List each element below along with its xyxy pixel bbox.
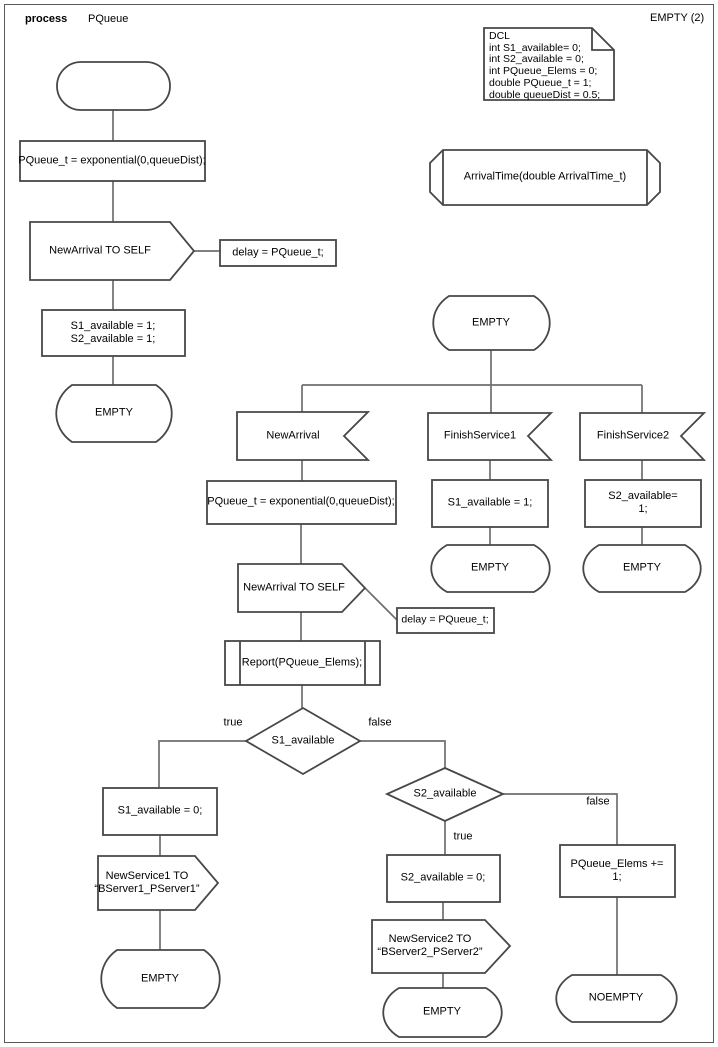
decision-diamond-s2 xyxy=(384,767,506,822)
state-label-empty-s1: EMPTY xyxy=(141,972,179,985)
task-label-set-time-start: PQueue_t = exponential(0,queueDist); xyxy=(18,154,206,167)
branch-label-s2-true: true xyxy=(453,830,473,843)
connector xyxy=(503,793,618,845)
shapes xyxy=(19,27,707,1038)
output-label-newservice2: NewService2 TO “BServer2_PServer2” xyxy=(377,933,483,958)
state-symbol-empty-f1 xyxy=(430,544,551,593)
input-label-finishservice2: FinishService2 xyxy=(596,429,670,442)
state-label-empty-main: EMPTY xyxy=(472,316,510,329)
input-symbol-newarrival xyxy=(236,411,371,461)
process-name: PQueue xyxy=(88,13,129,25)
output-symbol-newservice2 xyxy=(371,919,512,974)
task-box-queue-increment xyxy=(559,844,676,898)
input-symbol-finishservice2 xyxy=(579,412,707,461)
declaration-note-shape xyxy=(483,27,615,101)
task-label-s1-one: S1_available = 1; xyxy=(447,496,533,509)
comment-box-delay-start xyxy=(219,239,337,267)
connectors xyxy=(112,110,643,988)
branch-label-s1-false: false xyxy=(368,716,392,729)
procedure-call-report xyxy=(224,640,381,686)
output-label-newarrival-self-start: NewArrival TO SELF xyxy=(49,244,151,257)
task-box-set-time xyxy=(206,480,397,525)
state-label-empty-f1: EMPTY xyxy=(471,561,509,574)
task-label-s1-zero: S1_available = 0; xyxy=(117,804,203,817)
state-label-noempty: NOEMPTY xyxy=(588,991,644,1004)
state-label-empty-f2: EMPTY xyxy=(623,561,661,574)
decision-label-s2: S2_available xyxy=(413,787,477,800)
state-label-empty-start: EMPTY xyxy=(95,406,133,419)
comment-box-delay xyxy=(396,607,495,634)
task-box-set-time-start xyxy=(19,140,206,182)
task-label-s2-one: S2_available= 1; xyxy=(608,490,678,515)
input-label-finishservice1: FinishService1 xyxy=(443,429,517,442)
decision-diamond-s1 xyxy=(244,706,362,776)
start-symbol xyxy=(56,61,171,111)
procedure-call-label-report: Report(PQueue_Elems); xyxy=(241,656,363,669)
state-symbol-empty-s2 xyxy=(382,987,503,1038)
connector xyxy=(360,740,446,768)
state-symbol-noempty xyxy=(555,974,678,1023)
task-box-s1-zero xyxy=(102,787,218,836)
output-symbol-newservice1 xyxy=(97,855,220,911)
procedure-call-side-lines xyxy=(239,641,366,685)
task-box-s1-one xyxy=(431,479,549,528)
comment-label-delay: delay = PQueue_t; xyxy=(401,613,489,626)
task-label-s2-zero: S2_available = 0; xyxy=(400,871,486,884)
declarations-text: DCL int S1_available= 0; int S2_availabl… xyxy=(489,30,601,101)
diagram-kind-label: process xyxy=(25,13,68,25)
output-symbol-newarrival-self xyxy=(237,563,367,613)
task-box-s2-one xyxy=(584,479,702,528)
task-box-s2-zero xyxy=(386,854,501,903)
note-fold-corner xyxy=(591,28,614,51)
page-number-label: EMPTY (2) xyxy=(650,12,705,24)
task-label-init-servers: S1_available = 1; S2_available = 1; xyxy=(70,320,156,345)
state-symbol-empty-main xyxy=(432,295,551,351)
input-symbol-finishservice1 xyxy=(427,412,554,461)
connector xyxy=(158,740,246,788)
input-label-newarrival: NewArrival xyxy=(266,429,320,442)
task-label-set-time: PQueue_t = exponential(0,queueDist); xyxy=(207,495,395,508)
branch-label-s2-false: false xyxy=(586,795,610,808)
comment-label-delay-start: delay = PQueue_t; xyxy=(232,246,324,259)
state-label-empty-s2: EMPTY xyxy=(423,1005,461,1018)
state-symbol-empty-f2 xyxy=(582,544,702,593)
task-box-init-servers xyxy=(41,309,186,357)
page-border xyxy=(4,4,714,1043)
decision-label-s1: S1_available xyxy=(271,734,335,747)
state-symbol-empty-s1 xyxy=(100,949,221,1009)
connector xyxy=(364,587,398,621)
output-symbol-newarrival-self-start xyxy=(29,221,196,281)
output-label-newarrival-self: NewArrival TO SELF xyxy=(243,581,345,594)
procedure-side-lines xyxy=(442,150,648,205)
task-label-queue-increment: PQueue_Elems += 1; xyxy=(570,858,664,883)
procedure-declaration-label: ArrivalTime(double ArrivalTime_t) xyxy=(463,170,627,183)
branch-label-s1-true: true xyxy=(223,716,243,729)
output-label-newservice1: NewService1 TO “BServer1_PServer1” xyxy=(94,870,200,895)
state-symbol-empty-start xyxy=(55,384,173,443)
